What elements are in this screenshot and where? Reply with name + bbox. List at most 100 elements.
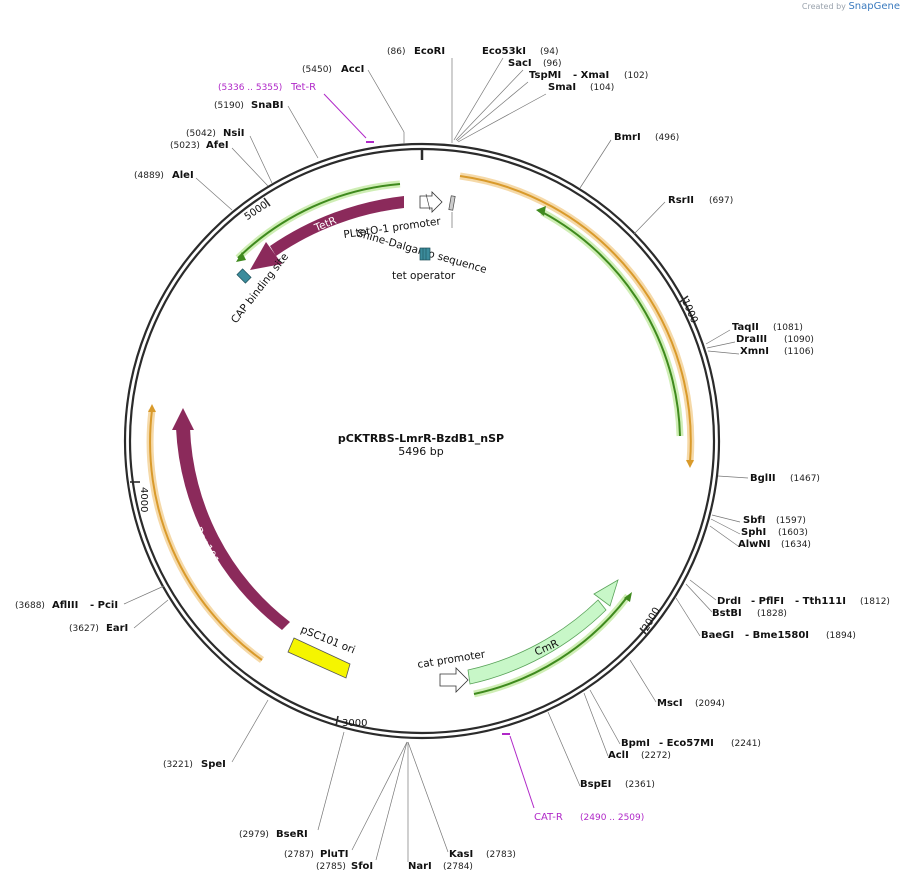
svg-text:(2784): (2784): [443, 862, 473, 872]
svg-text:(4889): (4889): [134, 171, 164, 181]
site-draiii[interactable]: DraIII (1090): [736, 334, 814, 345]
plasmid-name: pCKTRBS-LmrR-BzdB1_nSP: [338, 432, 504, 445]
svg-text:(1812): (1812): [860, 597, 890, 607]
site-eco53ki[interactable]: Eco53kI (94): [482, 46, 558, 57]
site-bstbi[interactable]: BstBI (1828): [712, 608, 787, 619]
site-xmni[interactable]: XmnI (1106): [740, 346, 814, 357]
svg-text:AflIII: AflIII: [52, 600, 78, 611]
green-arrows: [235, 180, 684, 698]
svg-text:(2094): (2094): [695, 699, 725, 709]
created-by-text: Created by: [801, 2, 846, 11]
svg-text:(1828): (1828): [757, 609, 787, 619]
site-bglii[interactable]: BglII (1467): [750, 473, 820, 484]
site-bseri[interactable]: (2979) BseRI: [239, 829, 308, 840]
primer-cat-r-name: CAT-R: [534, 812, 563, 823]
svg-text:- XmaI: - XmaI: [573, 70, 609, 81]
tet-operator-feature[interactable]: tet operator: [392, 247, 456, 282]
primer-tet-r[interactable]: (5336 .. 5355) Tet-R: [218, 82, 374, 143]
svg-text:(104): (104): [590, 83, 614, 93]
site-sfoi[interactable]: (2785) SfoI: [316, 861, 373, 872]
svg-text:DrdI: DrdI: [717, 596, 741, 607]
site-spei[interactable]: (3221) SpeI: [163, 759, 226, 770]
svg-text:(5023): (5023): [170, 141, 200, 151]
svg-text:(1634): (1634): [781, 540, 811, 550]
site-tspmi-xmai[interactable]: TspMI - XmaI (102): [529, 70, 648, 81]
svg-text:(5450): (5450): [302, 65, 332, 75]
site-bspei[interactable]: BspEI (2361): [580, 779, 655, 790]
site-pluti[interactable]: (2787) PluTI: [284, 849, 348, 860]
svg-text:Eco53kI: Eco53kI: [482, 46, 526, 57]
svg-text:(1467): (1467): [790, 474, 820, 484]
primer-tet-r-name: Tet-R: [290, 82, 316, 93]
svg-text:(94): (94): [540, 47, 558, 57]
svg-text:MscI: MscI: [657, 698, 683, 709]
svg-text:(96): (96): [543, 59, 561, 69]
site-snabi[interactable]: (5190) SnaBI: [214, 100, 283, 111]
site-bpmi-eco57mi[interactable]: BpmI - Eco57MI (2241): [621, 738, 761, 749]
svg-text:(2783): (2783): [486, 850, 516, 860]
site-drdi-pflfi-tth111i[interactable]: DrdI - PflFI - Tth111I (1812): [717, 596, 890, 607]
psc101-ori-feature[interactable]: pSC101 ori: [287, 624, 357, 679]
svg-text:BmrI: BmrI: [614, 132, 641, 143]
svg-text:(2361): (2361): [625, 780, 655, 790]
site-nari[interactable]: NarI (2784): [408, 861, 473, 872]
site-sbfi[interactable]: SbfI (1597): [743, 515, 806, 526]
svg-text:KasI: KasI: [449, 849, 473, 860]
svg-text:NarI: NarI: [408, 861, 432, 872]
svg-text:SmaI: SmaI: [548, 82, 576, 93]
plasmid-size: 5496 bp: [398, 445, 443, 458]
site-acci[interactable]: (5450) AccI: [302, 64, 364, 75]
svg-text:- Bme1580I: - Bme1580I: [745, 630, 809, 641]
site-ecori[interactable]: (86) EcoRI: [387, 46, 445, 57]
svg-text:(2787): (2787): [284, 850, 314, 860]
svg-text:NsiI: NsiI: [223, 128, 244, 139]
svg-text:AlwNI: AlwNI: [738, 539, 771, 550]
site-nsii[interactable]: (5042) NsiI: [186, 128, 244, 139]
svg-text:RsrII: RsrII: [668, 195, 694, 206]
rep101-feature[interactable]: Rep101: [172, 408, 290, 630]
orf-arcs: [146, 172, 695, 663]
svg-text:(3627): (3627): [69, 624, 99, 634]
site-afliii-pcii[interactable]: (3688) AflIII - PciI: [15, 600, 118, 611]
site-kasi[interactable]: KasI (2783): [449, 849, 516, 860]
svg-text:SfoI: SfoI: [351, 861, 373, 872]
svg-text:SpeI: SpeI: [201, 759, 226, 770]
site-acli[interactable]: AclI (2272): [608, 750, 671, 761]
site-alei[interactable]: (4889) AleI: [134, 170, 194, 181]
svg-text:- Tth111I: - Tth111I: [795, 596, 846, 607]
svg-text:(2785): (2785): [316, 862, 346, 872]
svg-text:(1081): (1081): [773, 323, 803, 333]
site-msci[interactable]: MscI (2094): [657, 698, 725, 709]
site-rsrii[interactable]: RsrII (697): [668, 195, 733, 206]
site-afei[interactable]: (5023) AfeI: [170, 140, 229, 151]
site-saci[interactable]: SacI (96): [508, 58, 561, 69]
site-taqii[interactable]: TaqII (1081): [732, 322, 803, 333]
svg-text:SphI: SphI: [741, 527, 766, 538]
tetr-label: TetR: [312, 215, 338, 235]
svg-text:(1090): (1090): [784, 335, 814, 345]
site-sphi[interactable]: SphI (1603): [741, 527, 808, 538]
svg-text:(697): (697): [709, 196, 733, 206]
tick-4000: 4000: [138, 487, 149, 512]
svg-text:(1597): (1597): [776, 516, 806, 526]
primer-cat-r-range: (2490 .. 2509): [580, 813, 644, 823]
svg-text:(3688): (3688): [15, 601, 45, 611]
site-baegi-bme1580i[interactable]: BaeGI - Bme1580I (1894): [701, 630, 856, 641]
svg-text:TaqII: TaqII: [732, 322, 759, 333]
svg-text:SnaBI: SnaBI: [251, 100, 283, 111]
svg-text:AleI: AleI: [172, 170, 194, 181]
svg-text:(1106): (1106): [784, 347, 814, 357]
tick-1000: 1000: [679, 297, 699, 325]
primer-cat-r[interactable]: CAT-R (2490 .. 2509): [502, 733, 644, 823]
site-smai[interactable]: SmaI (104): [548, 82, 614, 93]
svg-text:(5190): (5190): [214, 101, 244, 111]
svg-text:(2241): (2241): [731, 739, 761, 749]
svg-text:BstBI: BstBI: [712, 608, 742, 619]
site-bmri[interactable]: BmrI (496): [614, 132, 679, 143]
svg-text:AfeI: AfeI: [206, 140, 229, 151]
svg-text:BpmI: BpmI: [621, 738, 650, 749]
site-alwni[interactable]: AlwNI (1634): [738, 539, 811, 550]
site-eari[interactable]: (3627) EarI: [69, 623, 128, 634]
svg-text:(1603): (1603): [778, 528, 808, 538]
